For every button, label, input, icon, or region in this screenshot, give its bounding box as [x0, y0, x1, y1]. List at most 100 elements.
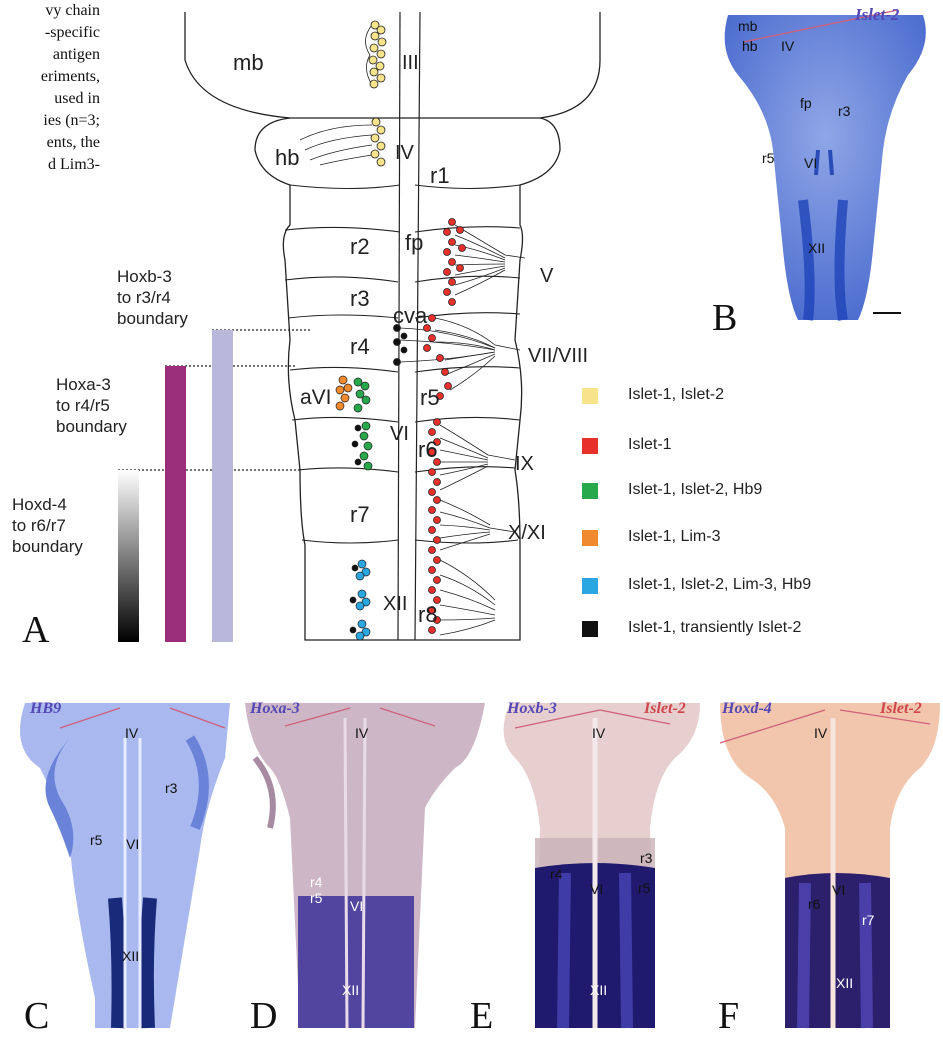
panel-b-label-mb: mb	[738, 18, 757, 34]
region-r5: r5	[420, 385, 440, 411]
nucleus-label-iv: IV	[395, 142, 414, 165]
legend-item-label: Islet-1, Lim-3	[628, 528, 720, 546]
legend-item-label: Islet-1	[628, 436, 672, 454]
panel-d-gene-label: Hoxa-3	[250, 700, 300, 718]
hoxb3-label-line: Hoxb-3	[117, 266, 188, 287]
nucleus-label-v: V	[540, 265, 553, 288]
panel-e-label-r4: r4	[550, 866, 562, 882]
panel-c-label-iv: IV	[125, 725, 138, 741]
nucleus-v	[444, 219, 526, 306]
hoxb3-bar	[212, 330, 233, 642]
region-r1: r1	[430, 163, 450, 189]
legend-swatch	[582, 621, 598, 637]
panel-d-label-r4: r4	[310, 874, 322, 890]
panel-b-label-hb: hb	[742, 38, 758, 54]
panel-c-photo	[0, 698, 230, 1038]
hoxa3-label: Hoxa-3 to r4/r5 boundary	[56, 374, 127, 437]
nucleus-label-vi: VI	[390, 423, 409, 446]
panel-e-label-xii: XII	[590, 982, 607, 998]
panel-f-label-iv: IV	[814, 725, 827, 741]
panel-b-label-vi: VI	[804, 155, 817, 171]
panel-c-label-r3: r3	[165, 780, 177, 796]
panel-b-label-xii: XII	[808, 240, 825, 256]
panel-b-label-iv: IV	[781, 38, 794, 54]
legend-swatch	[582, 388, 598, 404]
region-r4: r4	[350, 334, 370, 360]
hoxa3-label-line: boundary	[56, 416, 127, 437]
hindbrain-outline	[255, 118, 560, 640]
panel-f-gene2-label: Islet-2	[880, 700, 922, 718]
rhombomere-boundaries	[285, 185, 520, 543]
nucleus-label-iii: III	[402, 52, 419, 75]
panel-e-gene2-label: Islet-2	[644, 700, 686, 718]
legend-item-label: Islet-1, transiently Islet-2	[628, 619, 801, 637]
region-mb: mb	[233, 50, 264, 76]
panel-c-gene-label: HB9	[30, 700, 61, 718]
hoxa3-bar	[165, 366, 186, 642]
nucleus-iv	[300, 118, 385, 166]
panel-letter-c: C	[24, 994, 49, 1038]
hoxb3-label-line: to r3/r4	[117, 287, 188, 308]
hoxd4-bar	[118, 470, 139, 642]
legend-swatch	[582, 578, 598, 594]
panel-d-label-vi: VI	[350, 898, 363, 914]
panel-d-photo	[240, 698, 490, 1038]
panel-b-label-fp: fp	[800, 95, 812, 111]
panel-b-label-r5: r5	[762, 150, 774, 166]
hoxb3-label-line: boundary	[117, 308, 188, 329]
panel-f-label-xii: XII	[836, 975, 853, 991]
panel-letter-a: A	[22, 608, 49, 652]
panel-d-label-iv: IV	[355, 725, 368, 741]
hoxa3-label-line: to r4/r5	[56, 395, 127, 416]
nucleus-iii	[365, 21, 386, 88]
nucleus-avi	[336, 376, 370, 412]
hoxd4-label-line: boundary	[12, 536, 83, 557]
panel-f-photo	[715, 698, 943, 1038]
panel-c-label-vi: VI	[126, 836, 139, 852]
nucleus-label-ix: IX	[515, 453, 534, 476]
panel-d-label-xii: XII	[342, 982, 359, 998]
panel-d-label-r5: r5	[310, 890, 322, 906]
panel-f-gene-label: Hoxd-4	[722, 700, 772, 718]
panel-b-label-r3: r3	[838, 103, 850, 119]
region-r2: r2	[350, 234, 370, 260]
panel-f-label-r6: r6	[808, 896, 820, 912]
nucleus-xii	[350, 560, 370, 640]
nucleus-label-vii-viii: VII/VIII	[528, 345, 588, 368]
nucleus-label-xii: XII	[383, 593, 407, 616]
panel-e-gene-label: Hoxb-3	[507, 700, 557, 718]
panel-letter-b: B	[712, 296, 737, 340]
panel-letter-d: D	[250, 994, 277, 1038]
panel-letter-f: F	[718, 994, 739, 1038]
legend-swatch	[582, 483, 598, 499]
hoxd4-label: Hoxd-4 to r6/r7 boundary	[12, 494, 83, 557]
legend-item-label: Islet-1, Islet-2, Hb9	[628, 481, 762, 499]
panel-b-gene-label: Islet-2	[855, 5, 899, 25]
panel-c-label-r5: r5	[90, 832, 102, 848]
hoxd4-label-line: Hoxd-4	[12, 494, 83, 515]
panel-e-label-vi: VI	[590, 881, 603, 897]
region-r6: r6	[418, 437, 438, 463]
region-r3: r3	[350, 286, 370, 312]
panel-a-schematic	[0, 0, 700, 660]
panel-letter-e: E	[470, 994, 493, 1038]
nucleus-label-x-xi: X/XI	[508, 522, 546, 545]
region-r7: r7	[350, 502, 370, 528]
hoxa3-label-line: Hoxa-3	[56, 374, 127, 395]
nucleus-x-xi	[429, 497, 516, 554]
region-avi: aVI	[300, 386, 332, 410]
panel-e-label-iv: IV	[592, 725, 605, 741]
region-r8: r8	[418, 602, 438, 628]
nucleus-ix	[429, 419, 516, 496]
panel-f-label-r7: r7	[862, 912, 874, 928]
panel-c-label-xii: XII	[122, 948, 139, 964]
region-cva: cva	[393, 303, 427, 329]
panel-e-label-r5: r5	[638, 880, 650, 896]
legend-swatch	[582, 438, 598, 454]
hoxb3-label: Hoxb-3 to r3/r4 boundary	[117, 266, 188, 329]
hoxd4-label-line: to r6/r7	[12, 515, 83, 536]
region-hb: hb	[275, 145, 299, 171]
legend-item-label: Islet-1, Islet-2, Lim-3, Hb9	[628, 576, 811, 594]
nucleus-vi	[352, 422, 372, 470]
legend-swatch	[582, 530, 598, 546]
